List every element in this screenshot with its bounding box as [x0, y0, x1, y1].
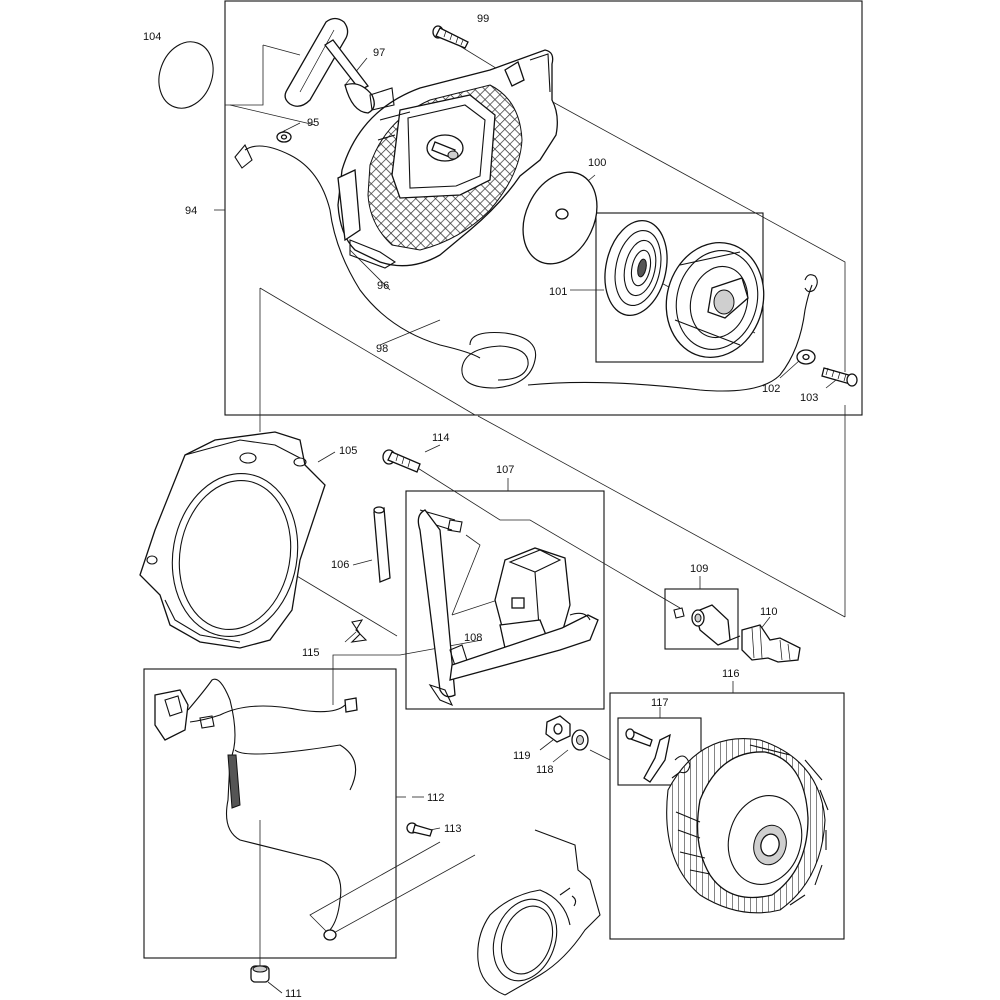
callout-112: 112 [427, 792, 445, 804]
callout-97: 97 [373, 47, 385, 59]
callout-117: 117 [651, 697, 669, 709]
callout-96: 96 [377, 280, 389, 292]
callout-94: 94 [185, 205, 197, 217]
rewind-spring [604, 219, 668, 317]
callout-104: 104 [143, 31, 161, 43]
callout-105: 105 [339, 445, 357, 457]
flywheel-box [609, 692, 845, 940]
rope-end-knot [234, 143, 253, 169]
callout-106: 106 [331, 559, 349, 571]
rope-pulley [665, 241, 765, 359]
dowel-pin [373, 507, 391, 583]
callout-111: 111 [285, 988, 302, 1000]
callout-108: 108 [464, 632, 482, 644]
callout-115: 115 [302, 647, 320, 659]
o-ring [158, 41, 214, 109]
callout-95: 95 [307, 117, 319, 129]
crankcase-outline [477, 829, 601, 996]
callout-102: 102 [762, 383, 780, 395]
short-circuit-wire [154, 678, 358, 941]
ignition-coil [417, 509, 599, 707]
starter-housing [337, 49, 558, 269]
ignition-coil-box [405, 490, 605, 710]
callout-114: 114 [432, 432, 450, 444]
spring-clip [350, 619, 368, 643]
screw-113 [406, 822, 433, 837]
starter-rope [244, 145, 481, 359]
screw-99 [432, 25, 469, 49]
fan-housing [139, 431, 326, 649]
spark-plug-cap-box [664, 588, 739, 650]
callout-99: 99 [477, 13, 489, 25]
short-circuit-wire-box [143, 668, 397, 959]
flywheel [666, 738, 829, 914]
spark-plug-cap [673, 604, 731, 646]
starter-assembly-box [224, 0, 863, 416]
callout-100: 100 [588, 157, 606, 169]
callout-101: 101 [549, 286, 567, 298]
spark-plug [729, 624, 801, 663]
screw-114 [382, 449, 421, 473]
rope-coil [461, 331, 537, 389]
grommet [250, 965, 270, 983]
starter-handle [284, 17, 375, 114]
callout-119: 119 [513, 750, 531, 762]
rope-tail [527, 284, 813, 392]
screw-103 [821, 367, 858, 387]
callout-labels: 104 97 99 95 100 94 96 101 98 102 103 11… [143, 13, 818, 1000]
callout-103: 103 [800, 392, 818, 404]
callout-110: 110 [760, 606, 778, 618]
callout-98: 98 [376, 343, 388, 355]
callout-113: 113 [444, 823, 462, 835]
callout-107: 107 [496, 464, 514, 476]
starter-pawl [625, 728, 691, 783]
callout-116: 116 [722, 668, 740, 680]
callout-109: 109 [690, 563, 708, 575]
callout-118: 118 [536, 764, 554, 776]
